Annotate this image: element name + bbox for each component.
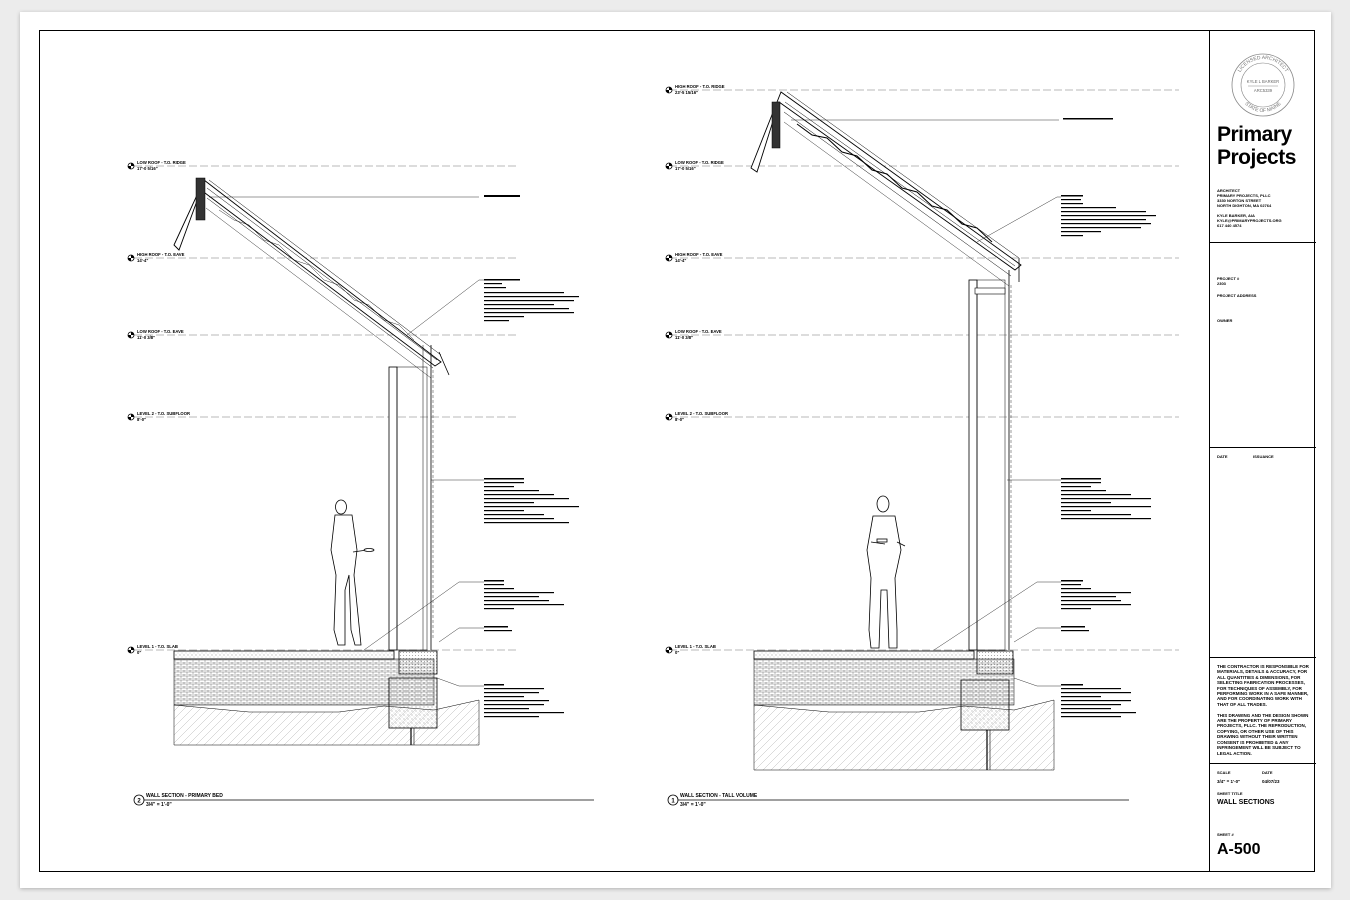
date-value: 04/07/23 [1262, 779, 1280, 784]
level-label: LOW ROOF - T.O. RIDGE [675, 160, 724, 165]
issuance-column-label: ISSUANCE [1253, 454, 1274, 459]
date-column-label: DATE [1217, 454, 1228, 459]
wall-assembly-right [968, 270, 1012, 651]
section-title: WALL SECTION - TALL VOLUME [680, 793, 758, 799]
level-elevation: 11'-0 3/8" [675, 335, 693, 340]
date-label: DATE [1262, 770, 1273, 775]
level-label: LEVEL 1 - T.O. SLAB [137, 644, 178, 649]
divider [1210, 447, 1316, 448]
level-markers-left [127, 162, 135, 654]
level-label: LEVEL 1 - T.O. SLAB [675, 644, 716, 649]
stamp-name: KYLE L BARKER [1247, 79, 1279, 84]
divider [1210, 657, 1316, 658]
project-address-label: PROJECT ADDRESS [1217, 293, 1257, 298]
level-elevation: 14'-4" [137, 258, 148, 263]
section-title-right: 1 WALL SECTION - TALL VOLUME 3/4" = 1'-0… [667, 793, 1129, 808]
section-title: WALL SECTION - PRIMARY BED [146, 793, 223, 799]
callout-leaders-left [209, 196, 484, 687]
level-label: HIGH ROOF - T.O. EAVE [137, 252, 185, 257]
scale-figure-woman [330, 499, 375, 646]
level-label: HIGH ROOF - T.O. EAVE [675, 252, 723, 257]
divider [1210, 242, 1316, 243]
slab-foundation-right [753, 650, 1055, 771]
level-markers-right [665, 86, 673, 654]
stamp-number: ARC5339 [1254, 88, 1273, 93]
level-elevation: 14'-4" [675, 258, 686, 263]
level-elevation: 11'-0 3/8" [137, 335, 155, 340]
slab-foundation-left [173, 650, 480, 746]
level-label: LOW ROOF - T.O. EAVE [675, 329, 722, 334]
level-datums-left [134, 165, 519, 651]
callout-text [484, 195, 520, 197]
roof-assembly-right [750, 91, 1022, 287]
divider [1210, 763, 1316, 764]
sheet-title: WALL SECTIONS [1217, 799, 1275, 806]
svg-text:LICENSED ARCHITECT: LICENSED ARCHITECT [1237, 55, 1289, 73]
scale-figure-man [866, 495, 906, 649]
sheet-number: A-500 [1217, 841, 1261, 858]
disclaimer-text: THE CONTRACTOR IS RESPONSIBLE FOR MATERI… [1217, 664, 1309, 756]
project-number-label: PROJECT # [1217, 276, 1240, 281]
sheet-title-label: SHEET TITLE [1217, 791, 1243, 796]
section-primary-bed: LOW ROOF - T.O. RIDGE 17'-0 5/16" HIGH R… [127, 160, 594, 808]
level-label: LOW ROOF - T.O. EAVE [137, 329, 184, 334]
level-elevation: 23'-5 15/16" [675, 90, 698, 95]
section-title-left: 2 WALL SECTION - PRIMARY BED 3/4" = 1'-0… [133, 793, 594, 808]
level-label: LOW ROOF - T.O. RIDGE [137, 160, 186, 165]
architect-stamp: LICENSED ARCHITECT STATE OF MAINE KYLE L… [1230, 52, 1296, 118]
callout-leaders-right [791, 119, 1061, 687]
level-elevation: 0" [137, 650, 141, 655]
level-datums-right [669, 89, 1179, 651]
level-label: LEVEL 2 - T.O. SUBFLOOR [675, 411, 728, 416]
architect-info: ARCHITECT PRIMARY PROJECTS, PLLC 3330 NO… [1217, 188, 1282, 228]
scale-value: 3/4" = 1'-0" [1217, 779, 1241, 784]
level-label: HIGH ROOF - T.O. RIDGE [675, 84, 725, 89]
stamp-top-text: LICENSED ARCHITECT [1237, 55, 1289, 73]
wall-assembly-left [388, 345, 434, 651]
section-number: 1 [671, 799, 675, 805]
scale-label: SCALE [1217, 770, 1231, 775]
section-tall-volume: HIGH ROOF - T.O. RIDGE 23'-5 15/16" LOW … [665, 84, 1179, 808]
level-elevation: 8'-0" [137, 417, 146, 422]
level-elevation: 8'-0" [675, 417, 684, 422]
section-scale: 3/4" = 1'-0" [146, 802, 172, 808]
roof-assembly-left [173, 177, 450, 379]
firm-name: Primary Projects [1217, 123, 1296, 169]
section-scale: 3/4" = 1'-0" [680, 802, 706, 808]
section-number: 2 [137, 799, 141, 805]
owner-label: OWNER [1217, 318, 1233, 323]
project-number: 2303 [1217, 281, 1226, 286]
callout-text-blocks-left [484, 195, 579, 718]
level-elevation: 17'-0 5/16" [137, 166, 158, 171]
sheet-number-label: SHEET # [1217, 832, 1234, 837]
level-label: LEVEL 2 - T.O. SUBFLOOR [137, 411, 190, 416]
wall-sections-drawing: LOW ROOF - T.O. RIDGE 17'-0 5/16" HIGH R… [127, 84, 1179, 808]
level-elevation: 0" [675, 650, 679, 655]
callout-text-blocks-right [1061, 118, 1156, 718]
sheet-border [39, 30, 1315, 872]
level-elevation: 17'-0 5/16" [675, 166, 696, 171]
title-block: LICENSED ARCHITECT STATE OF MAINE KYLE L… [1209, 30, 1316, 872]
